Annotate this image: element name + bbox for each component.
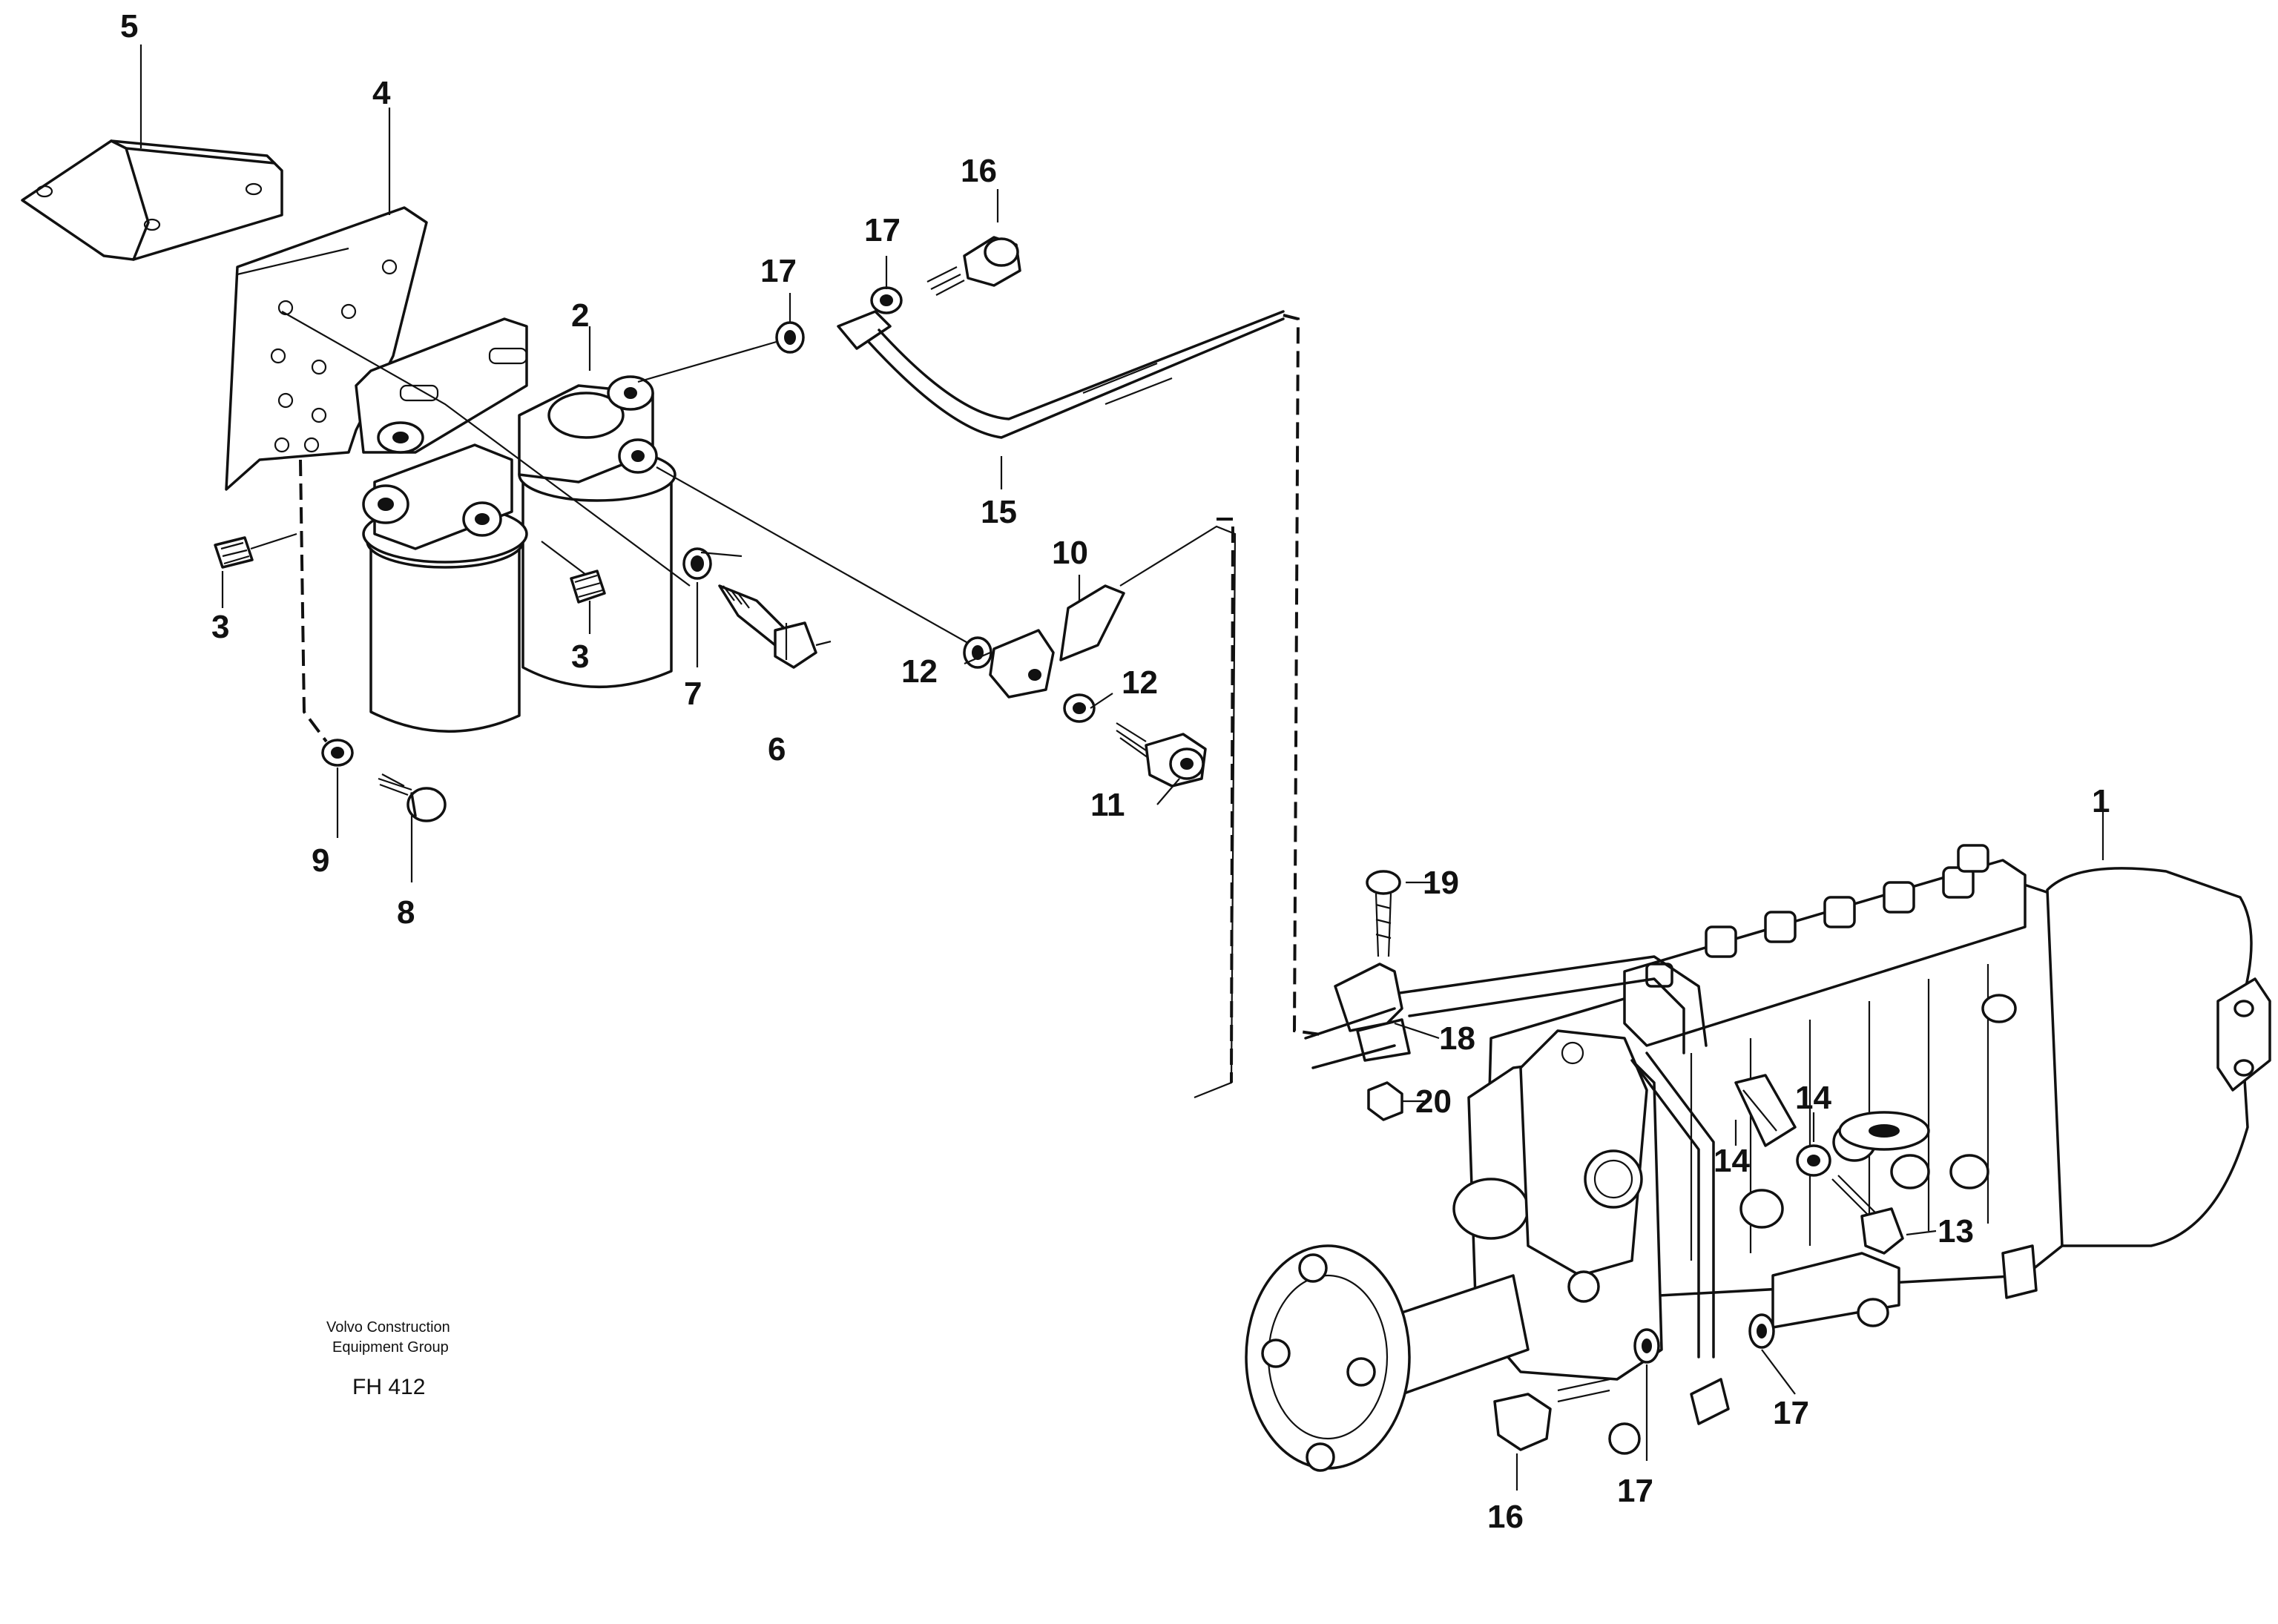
label-part-2: 2 [571, 297, 589, 334]
label-part-4: 4 [372, 75, 391, 111]
label-part-17-top-right: 17 [864, 212, 901, 248]
label-part-5: 5 [120, 8, 138, 44]
label-part-17-top-left: 17 [760, 253, 797, 289]
label-part-19: 19 [1423, 865, 1459, 901]
label-part-16-top: 16 [961, 153, 997, 189]
label-part-13: 13 [1938, 1213, 1974, 1250]
nut-20 [1367, 1081, 1403, 1121]
caption-figure-code: FH 412 [352, 1375, 425, 1399]
return-line-dashed-left [299, 459, 328, 743]
banjo-bolt-6 [718, 584, 832, 669]
label-part-8: 8 [397, 894, 415, 931]
caption: Volvo Construction Equipment Group FH 41… [326, 1319, 450, 1399]
washer-17-bottom-right [1748, 1313, 1775, 1349]
washer-12-right [1063, 693, 1096, 723]
bolt-19 [1366, 870, 1401, 957]
label-part-7: 7 [684, 676, 702, 712]
label-part-20: 20 [1415, 1083, 1452, 1120]
washer-17-top-left [775, 321, 805, 354]
injection-pump-1 [1245, 844, 2271, 1472]
plug-3-left [214, 532, 297, 569]
label-part-18: 18 [1439, 1020, 1475, 1057]
label-part-9: 9 [312, 842, 329, 879]
pipe-10 [989, 518, 1237, 1099]
washer-12-left [963, 636, 992, 669]
mounting-plate-4 [225, 206, 428, 491]
label-part-15: 15 [981, 494, 1017, 530]
caption-company-line1: Volvo Construction [326, 1319, 450, 1336]
banjo-bolt-16-top [926, 236, 1021, 296]
label-part-16-bottom: 16 [1487, 1499, 1524, 1535]
clamp-18 [1304, 963, 1411, 1069]
label-part-14-right: 14 [1795, 1080, 1831, 1116]
label-part-10: 10 [1052, 535, 1088, 571]
label-part-1: 1 [2092, 783, 2110, 819]
part-labels: 5 4 2 3 3 7 6 9 8 16 17 17 15 10 12 12 1… [120, 8, 2110, 1535]
bracket-5 [21, 139, 283, 261]
label-part-17-bottom-left: 17 [1617, 1473, 1653, 1509]
banjo-bolt-11 [1116, 722, 1207, 788]
leader-lines [139, 44, 2104, 1491]
washer-17-bottom-left [1633, 1328, 1660, 1364]
washer-7 [682, 547, 743, 580]
washer-9 [321, 739, 354, 767]
label-part-6: 6 [768, 731, 786, 768]
union-14-b [1734, 1074, 1797, 1147]
label-part-17-bottom-right: 17 [1773, 1395, 1809, 1431]
washer-17-top-right [870, 286, 903, 314]
label-part-3-left: 3 [211, 609, 229, 645]
fuel-pipe-15 [837, 310, 1321, 1036]
label-part-12-right: 12 [1122, 664, 1158, 701]
label-part-11: 11 [1090, 787, 1125, 823]
banjo-bolt-13 [1831, 1175, 1904, 1255]
label-part-12-left: 12 [901, 653, 938, 690]
label-part-3-right: 3 [571, 638, 589, 675]
caption-company-line2: Equipment Group [332, 1339, 449, 1356]
label-part-14-left: 14 [1714, 1143, 1750, 1179]
banjo-bolt-16-bottom [1493, 1378, 1610, 1451]
bolt-8 [378, 773, 447, 822]
washer-14-a [1796, 1144, 1831, 1177]
plug-3-right [541, 541, 606, 604]
